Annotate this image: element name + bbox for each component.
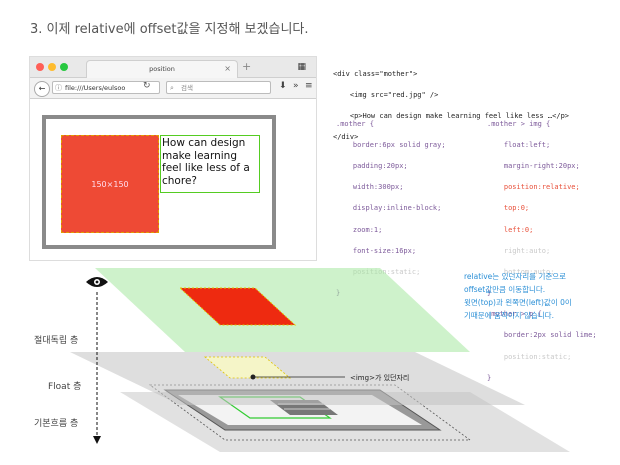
download-icon[interactable]: ⬇ (279, 81, 287, 91)
red-image: 150×150 (61, 135, 159, 233)
float-layer-label: Float 층 (48, 382, 82, 392)
tab-position[interactable]: position × (86, 60, 238, 78)
url-text: file:///Users/eulsoo (65, 84, 126, 92)
arrow-left-icon[interactable]: ← (34, 81, 50, 97)
navigation-toolbar: ← ⓘ file:///Users/eulsoo ↻ ⌕ 검색 ⬇ » ≡ (30, 78, 316, 99)
css-line: right:auto; (487, 246, 551, 255)
css-line: zoom:1; (336, 225, 383, 234)
html-line: <p>How can design make learning feel lik… (333, 111, 570, 120)
css-line: .mother { (336, 119, 374, 128)
img-original-spot (203, 356, 292, 379)
css-line: border:2px solid lime; (487, 331, 597, 340)
css-line: font-size:16px; (336, 246, 417, 255)
css-line: position:relative; (487, 183, 580, 192)
grid-icon[interactable]: ▦ (297, 62, 306, 72)
maximize-window-dot[interactable] (60, 63, 68, 71)
css-line: position:static; (336, 267, 446, 278)
css-line: display:inline-block; (336, 204, 442, 213)
css-line: left:0; (487, 225, 534, 234)
css-line: .mother > img { (487, 119, 551, 128)
css-line: width:300px; (336, 183, 404, 192)
minimize-window-dot[interactable] (48, 63, 56, 71)
title-bar: position × + ▦ (30, 57, 316, 78)
browser-window: position × + ▦ ← ⓘ file:///Users/eulsoo … (30, 57, 316, 260)
html-line: </div> (333, 133, 359, 142)
css-line: bottom:auto; (487, 267, 555, 276)
css-line: padding:20px; (336, 161, 408, 170)
css-line: border:6px solid gray; (336, 140, 446, 149)
eye-pupil-center (95, 280, 99, 284)
overflow-icon[interactable]: » (293, 81, 299, 91)
basic-layer-label: 기본흐름 층 (34, 419, 79, 429)
css-line: float:left; (487, 140, 551, 149)
absolute-layer-label: 절대독립 층 (34, 336, 79, 346)
note-line: 윗면(top)과 왼쪽면(left)값이 0이 (464, 298, 572, 307)
css-line: position:static; (487, 352, 572, 361)
search-placeholder: 검색 (181, 84, 193, 92)
css-line: } (487, 289, 492, 298)
info-icon: ⓘ (55, 84, 62, 92)
close-window-dot[interactable] (36, 63, 44, 71)
note-line: relative는 있던자리를 기준으로 (464, 272, 567, 281)
note-line: 기때문에 움직이지 않습니다. (464, 311, 554, 320)
absolute-layer (95, 268, 470, 352)
tab-title: position (149, 65, 175, 73)
lime-paragraph: How can design make learning feel like l… (160, 135, 260, 193)
html-code-block: <div class="mother"> <img src="red.jpg" … (333, 58, 569, 153)
close-tab-icon[interactable]: × (224, 64, 231, 73)
search-icon: ⌕ (170, 84, 174, 92)
css-line: } (487, 373, 492, 382)
reload-icon[interactable]: ↻ (143, 81, 151, 91)
view-direction-arrowhead (93, 436, 101, 444)
red-image-plate (178, 287, 297, 326)
mother-div: 150×150 How can design make learning fee… (42, 115, 276, 249)
page-viewport: 150×150 How can design make learning fee… (30, 99, 316, 260)
url-bar[interactable]: ⓘ file:///Users/eulsoo (52, 81, 160, 94)
html-line: <div class="mother"> (333, 69, 418, 78)
note-line: offset값만큼 이동합니다. (464, 285, 546, 294)
html-line: <img src="red.jpg" /> (333, 90, 439, 99)
page-title: 3. 이제 relative에 offset값을 지정해 보겠습니다. (30, 22, 309, 37)
float-layer (70, 352, 525, 405)
new-tab-button[interactable]: + (242, 60, 252, 73)
css-line: top:0; (487, 204, 530, 213)
css-line: margin-right:20px; (487, 161, 580, 170)
explanation-note: relative는 있던자리를 기준으로 offset값만큼 이동합니다. 윗면… (464, 270, 572, 322)
css-img-p-block: .mother > img { float:left; margin-right… (487, 108, 597, 394)
css-line: .mother > p { (487, 310, 542, 319)
search-input[interactable]: ⌕ 검색 (166, 81, 271, 94)
menu-icon[interactable]: ≡ (305, 81, 313, 91)
img-original-spot-label: <img>가 있던자리 (350, 374, 410, 382)
layer-diagram (70, 268, 570, 452)
img-label-dot (250, 374, 256, 380)
